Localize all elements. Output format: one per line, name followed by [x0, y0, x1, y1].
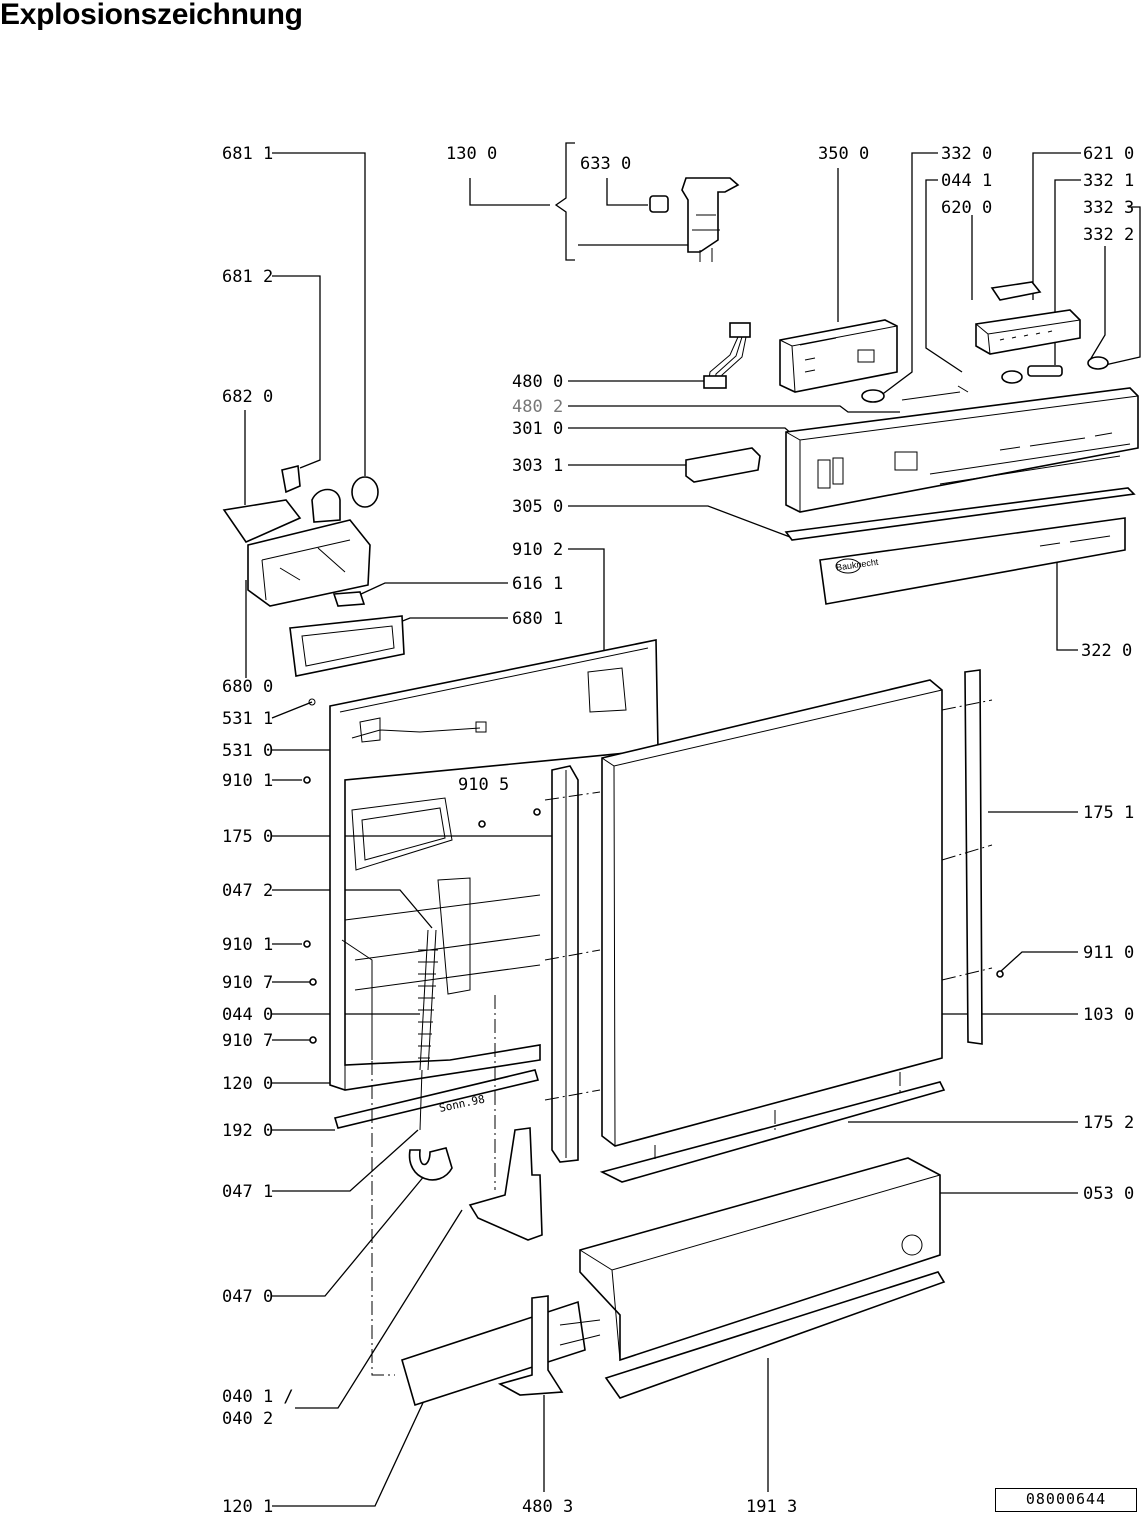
decor-panel: Bauknecht	[819, 517, 1126, 605]
part-label: 682 0	[222, 387, 273, 407]
part-label: 680 1	[512, 609, 563, 629]
detergent-dispenser	[222, 464, 379, 607]
bottom-trim	[599, 1081, 946, 1183]
part-label: 047 0	[222, 1287, 273, 1307]
plinth-plate	[401, 1295, 601, 1407]
detergent-cover	[685, 447, 761, 483]
part-label: 040 1 /	[222, 1387, 294, 1407]
part-label: 332 0	[941, 144, 992, 164]
part-label: 175 2	[1083, 1113, 1134, 1133]
part-label: 047 1	[222, 1182, 273, 1202]
part-label: 305 0	[512, 497, 563, 517]
part-label: 910 1	[222, 935, 273, 955]
part-label: 053 0	[1083, 1184, 1134, 1204]
part-label: 911 0	[1083, 943, 1134, 963]
hinge-assembly	[649, 177, 740, 262]
dispenser-gasket	[289, 615, 405, 677]
part-label: 681 2	[222, 267, 273, 287]
part-label: 332 1	[1083, 171, 1134, 191]
switch-block	[975, 281, 1081, 355]
part-label: 531 1	[222, 709, 273, 729]
part-label: 531 0	[222, 741, 273, 761]
part-label: 480 2	[512, 397, 563, 417]
inner-door-panel	[308, 639, 659, 1091]
part-label: 480 3	[522, 1497, 573, 1516]
cable-harness	[703, 322, 751, 389]
part-label: 192 0	[222, 1121, 273, 1141]
part-label: 910 7	[222, 1031, 273, 1051]
part-label: 910 2	[512, 540, 563, 560]
page-title: Explosionszeichnung	[0, 0, 303, 31]
part-label: 680 0	[222, 677, 273, 697]
part-label: 910 5	[458, 775, 509, 795]
control-panel	[785, 387, 1139, 513]
trim-strip	[784, 487, 1136, 541]
side-trim-right	[964, 669, 983, 1045]
document-number: 08000644	[995, 1488, 1137, 1512]
part-label: 120 0	[222, 1074, 273, 1094]
hinge-bracket	[468, 1127, 543, 1241]
electronic-module	[779, 319, 898, 393]
part-label: 910 7	[222, 973, 273, 993]
part-label: 047 2	[222, 881, 273, 901]
part-label: 130 0	[446, 144, 497, 164]
part-label: 303 1	[512, 456, 563, 476]
screws	[303, 776, 1004, 1044]
part-label: 301 0	[512, 419, 563, 439]
part-label: 616 1	[512, 574, 563, 594]
part-label: 633 0	[580, 154, 631, 174]
part-label: 620 0	[941, 198, 992, 218]
part-label: 103 0	[1083, 1005, 1134, 1025]
part-label: 044 1	[941, 171, 992, 191]
part-label: 120 1	[222, 1497, 273, 1516]
part-label: 175 1	[1083, 803, 1134, 823]
part-labels: 681 1 130 0 633 0 350 0 332 0 044 1 620 …	[222, 144, 1134, 1516]
assembly-lines	[371, 699, 993, 1376]
front-door-panel	[601, 679, 943, 1147]
part-label: 044 0	[222, 1005, 273, 1025]
part-label: 191 3	[746, 1497, 797, 1516]
rail: Sonn.98	[333, 1069, 540, 1129]
part-label: 175 0	[222, 827, 273, 847]
side-trim-left	[551, 765, 579, 1163]
part-label: 681 1	[222, 144, 273, 164]
push-buttons	[861, 356, 1109, 403]
part-label: 480 0	[512, 372, 563, 392]
bottom-rail	[604, 1271, 946, 1399]
part-label: 322 0	[1081, 641, 1132, 661]
part-label: 350 0	[818, 144, 869, 164]
door-spring	[408, 929, 453, 1181]
part-label: 621 0	[1083, 144, 1134, 164]
part-label: 910 1	[222, 771, 273, 791]
cover-plate	[579, 1157, 941, 1362]
part-label: 040 2	[222, 1409, 273, 1429]
part-label: 332 2	[1083, 225, 1134, 245]
part-label: 332 3	[1083, 198, 1134, 218]
